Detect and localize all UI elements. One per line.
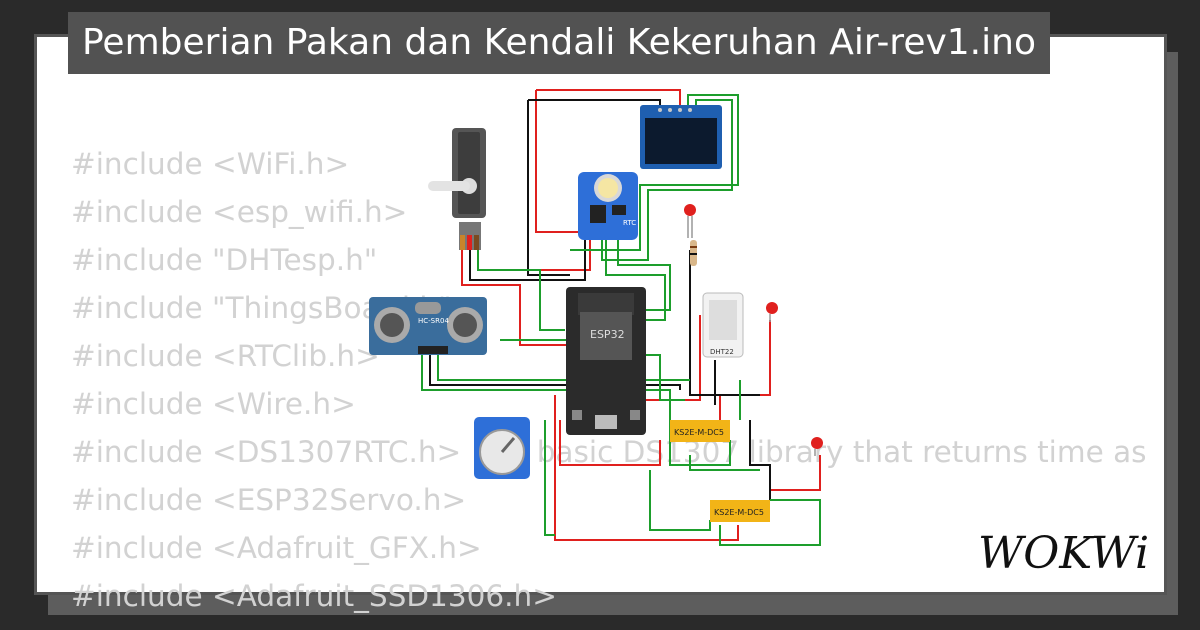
resistor [690, 240, 697, 266]
esp32-board[interactable]: ESP32 [566, 287, 646, 435]
wire-green [719, 499, 821, 546]
led-red[interactable] [766, 302, 778, 322]
code-line: #include "DHTesp.h" [71, 243, 378, 277]
code-line: #include <esp_wifi.h> [71, 195, 408, 229]
servo-motor[interactable] [428, 128, 486, 250]
project-title: Pemberian Pakan dan Kendali Kekeruhan Ai… [68, 12, 1050, 74]
wokwi-logo: WOKWi [978, 528, 1149, 579]
relay-1[interactable]: KS2E-M-DC5 [670, 420, 730, 442]
wire-green [645, 354, 685, 401]
wire-black [429, 350, 681, 390]
ultrasonic-sensor[interactable]: HC-SR04 [369, 297, 487, 355]
wire-black [469, 232, 586, 281]
wire-black [527, 100, 570, 276]
wire-red [536, 89, 681, 112]
esp32-label: ESP32 [590, 328, 625, 341]
led-red[interactable] [811, 437, 823, 456]
potentiometer[interactable] [474, 417, 530, 479]
wire-red [461, 250, 570, 346]
relay2-label: KS2E-M-DC5 [714, 508, 764, 517]
rtc-label: RTC [623, 219, 636, 227]
led-red[interactable] [684, 204, 696, 238]
wire-green [649, 470, 711, 531]
relay1-label: KS2E-M-DC5 [674, 428, 724, 437]
wire-green [544, 420, 555, 536]
code-line: #include <WiFi.h> [71, 147, 350, 181]
rtc-module[interactable]: RTC [578, 172, 638, 240]
relay-2[interactable]: KS2E-M-DC5 [710, 500, 770, 522]
wire-red [554, 395, 720, 541]
wire-red [530, 232, 591, 271]
hcsr04-label: HC-SR04 [418, 317, 449, 325]
wire-black [689, 250, 760, 396]
wire-green [601, 99, 733, 261]
code-line: #include <Adafruit_GFX.h> [71, 531, 482, 565]
code-line: #include <ESP32Servo.h> [71, 483, 467, 517]
code-line: #include <Wire.h> [71, 387, 356, 421]
wire-red [720, 525, 739, 541]
wire-red [769, 455, 821, 500]
dht22-sensor[interactable]: DHT22 [702, 292, 744, 358]
wire-red [535, 90, 590, 233]
code-line: #include <Adafruit_SSD1306.h> [71, 579, 557, 613]
wire-black [749, 420, 771, 500]
wire-green [570, 94, 739, 251]
wire-green [689, 455, 760, 471]
wire-red [559, 420, 661, 466]
circuit-diagram[interactable]: RTC HC-SR04 ESP32 DHT22 [330, 55, 850, 555]
dht-label: DHT22 [710, 348, 734, 356]
wire-green [605, 232, 666, 321]
wokwi-logo-text: WOKWi [978, 528, 1149, 579]
wire-green [617, 232, 671, 311]
oled-display[interactable] [640, 105, 722, 169]
wire-green [477, 250, 565, 331]
code-line: #include <RTClib.h> [71, 339, 380, 373]
